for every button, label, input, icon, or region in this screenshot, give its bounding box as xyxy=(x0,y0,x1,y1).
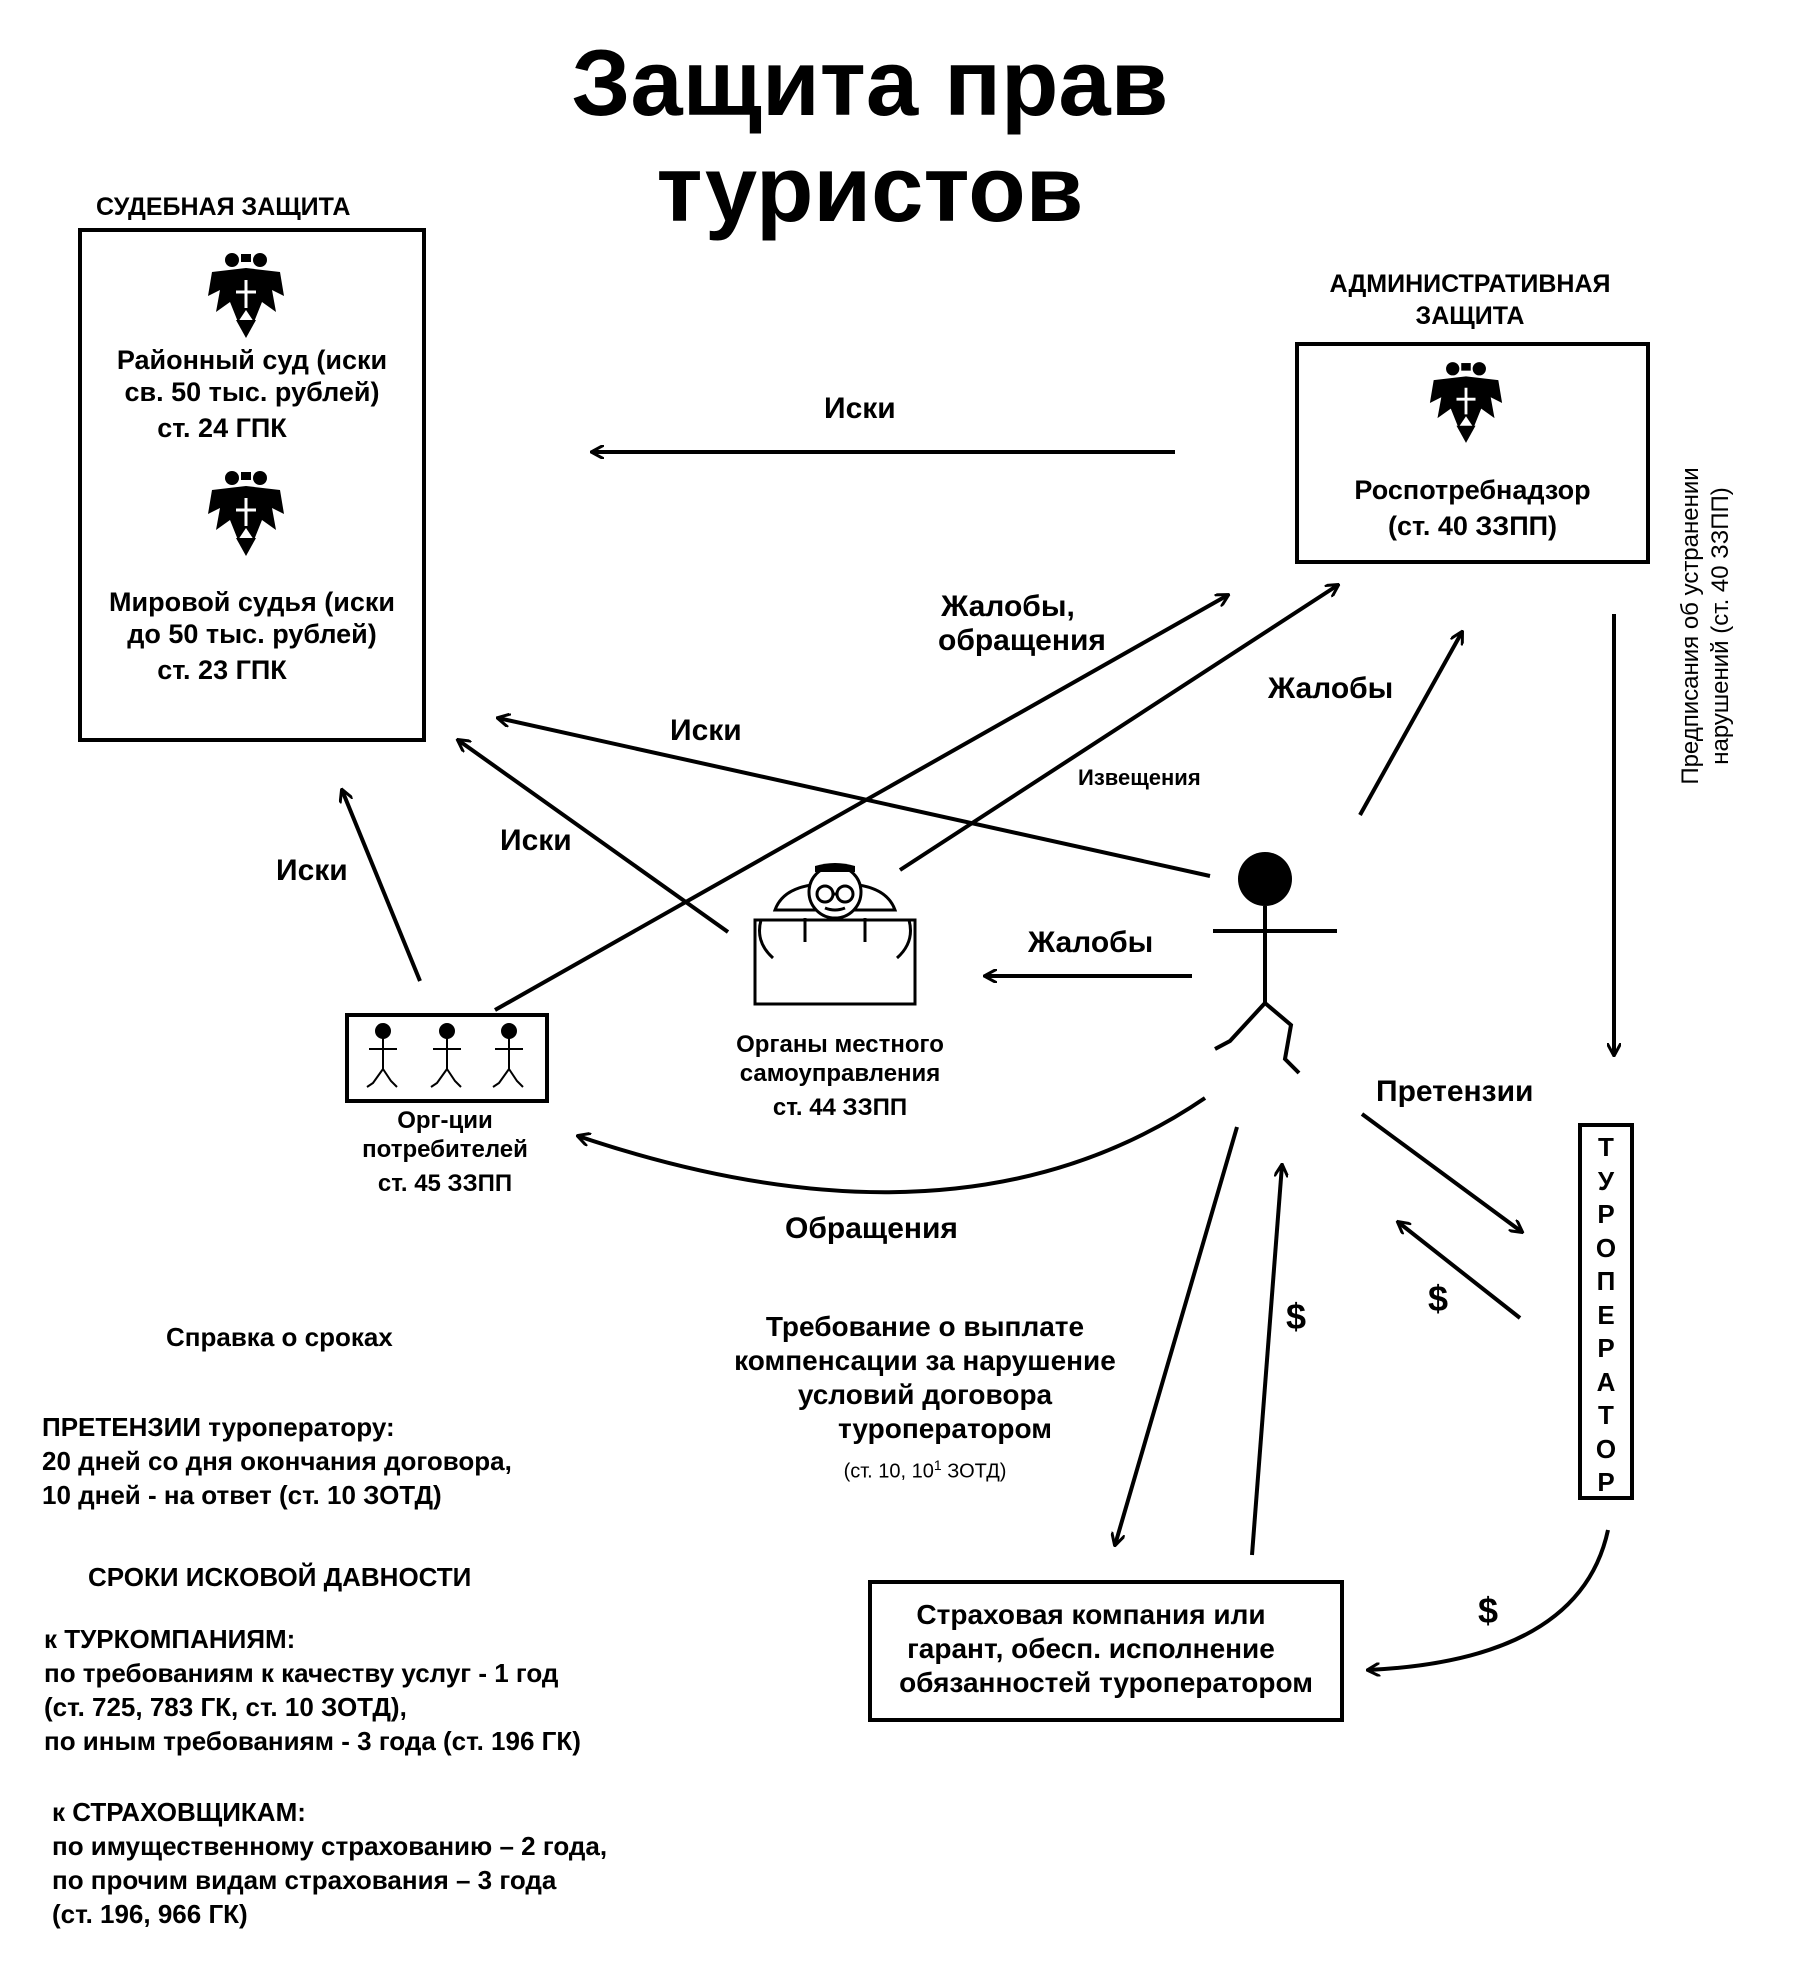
title-line-1: Защита прав xyxy=(571,30,1169,135)
judicial-box: Районный суд (иски св. 50 тыс. рублей) с… xyxy=(78,228,426,742)
tourist-figure-icon xyxy=(1213,852,1337,1075)
arrow-local-to-court xyxy=(458,740,730,934)
double-headed-eagle-icon xyxy=(208,471,284,556)
arrow-tourist-to-court xyxy=(498,718,1211,878)
arrow-insurer-to-tourist xyxy=(1250,1165,1282,1556)
arrow-orgs-to-court xyxy=(342,790,422,982)
label-complaints-local: Жалобы xyxy=(1028,926,1154,959)
arrow-operator-to-tourist xyxy=(1398,1222,1522,1320)
insurer-label: Страховая компания или гарант, обесп. ис… xyxy=(899,1599,1313,1698)
judicial-heading: СУДЕБНАЯ ЗАЩИТА xyxy=(96,193,351,221)
label-lawsuits-admin: Иски xyxy=(824,392,896,425)
tour-operator-label: Т У Р О П Е Р А Т О Р xyxy=(1595,1132,1617,1497)
label-lawsuits-tourist: Иски xyxy=(670,714,742,747)
label-lawsuits-orgs: Иски xyxy=(276,854,348,887)
double-headed-eagle-icon xyxy=(1429,362,1503,443)
notes-heading: Справка о сроках xyxy=(166,1322,393,1352)
tour-companies-terms: к ТУРКОМПАНИЯМ: по требованиям к качеств… xyxy=(44,1624,581,1756)
local-government-label: Органы местного самоуправления ст. 44 ЗЗ… xyxy=(736,1031,944,1121)
district-court-label: Районный суд (иски св. 50 тыс. рублей) с… xyxy=(116,345,388,443)
official-at-desk-icon xyxy=(753,863,917,1006)
label-claims: Претензии xyxy=(1376,1075,1534,1108)
consumer-orgs-box xyxy=(345,1013,549,1103)
label-lawsuits-local: Иски xyxy=(500,824,572,857)
arrow-tourist-to-insurer xyxy=(1115,1126,1239,1545)
label-dollar-operator-insurer: $ xyxy=(1478,1590,1499,1631)
arrow-tourist-to-admin xyxy=(1358,632,1462,816)
arrow-tourist-to-orgs xyxy=(578,1096,1207,1195)
insurers-terms: к СТРАХОВЩИКАМ: по имущественному страхо… xyxy=(52,1797,608,1929)
title-line-2: туристов xyxy=(656,136,1084,241)
limitation-heading: СРОКИ ИСКОВОЙ ДАВНОСТИ xyxy=(88,1562,472,1592)
page-title: Защита прав туристов xyxy=(470,30,1270,242)
arrow-tourist-to-operator xyxy=(1360,1112,1522,1232)
label-notices: Извещения xyxy=(1078,765,1201,790)
arrow-orgs-to-admin xyxy=(494,595,1228,1012)
double-headed-eagle-icon xyxy=(208,253,284,338)
label-complaints-admin: Жалобы xyxy=(1268,672,1394,705)
administrative-box: Роспотребнадзор (ст. 40 ЗЗПП) xyxy=(1295,342,1650,564)
label-dollar-tourist-insurer: $ xyxy=(1286,1296,1307,1337)
label-orders: Предписания об устранении нарушений (ст.… xyxy=(1677,467,1734,785)
people-icon xyxy=(366,1023,524,1088)
compensation-demand-label: Требование о выплате компенсации за нару… xyxy=(705,1310,1145,1487)
administrative-agency-label: Роспотребнадзор (ст. 40 ЗЗПП) xyxy=(1354,475,1591,541)
label-complaints-appeals: Жалобы, обращения xyxy=(938,590,1106,657)
arrow-operator-to-insurer xyxy=(1368,1529,1610,1670)
consumer-orgs-label: Орг-ции потребителей ст. 45 ЗЗПП xyxy=(362,1107,528,1197)
magistrate-label: Мировой судья (иски до 50 тыс. рублей) с… xyxy=(109,587,395,685)
insurer-box: Страховая компания или гарант, обесп. ис… xyxy=(868,1580,1344,1722)
administrative-heading: АДМИНИСТРАТИВНАЯ ЗАЩИТА xyxy=(1329,270,1611,330)
label-dollar-operator-tourist: $ xyxy=(1428,1278,1449,1319)
compensation-reference: (ст. 10, 101 ЗОТД) xyxy=(843,1457,1007,1483)
tour-operator-box: Т У Р О П Е Р А Т О Р xyxy=(1578,1123,1634,1500)
claims-terms: ПРЕТЕНЗИИ туроператору: 20 дней со дня о… xyxy=(42,1412,512,1510)
label-appeals: Обращения xyxy=(785,1212,958,1245)
